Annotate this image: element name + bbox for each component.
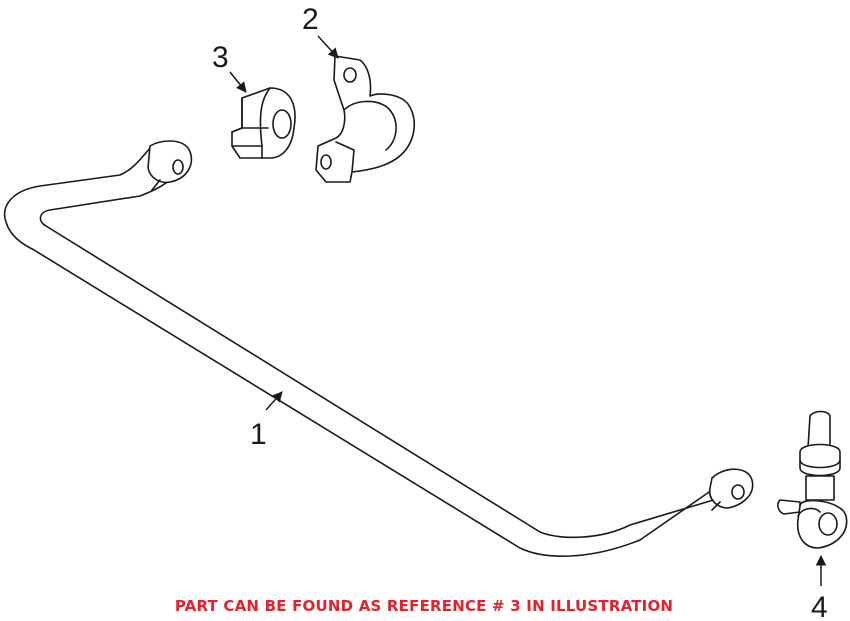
leader-arrows bbox=[229, 35, 827, 586]
bushing-bracket bbox=[315, 55, 415, 183]
leader-arrow-3 bbox=[229, 71, 247, 93]
stabilizer-link bbox=[777, 410, 848, 549]
callout-number-3: 3 bbox=[212, 41, 229, 74]
reference-note: PART CAN BE FOUND AS REFERENCE # 3 IN IL… bbox=[175, 597, 673, 615]
callout-number-2: 2 bbox=[302, 3, 319, 36]
stabilizer-bar bbox=[3, 140, 754, 557]
bushing bbox=[231, 87, 296, 159]
callout-number-1: 1 bbox=[250, 418, 267, 451]
leader-arrow-1 bbox=[265, 391, 283, 411]
leader-arrow-2 bbox=[317, 35, 339, 59]
callout-number-4: 4 bbox=[811, 591, 828, 621]
